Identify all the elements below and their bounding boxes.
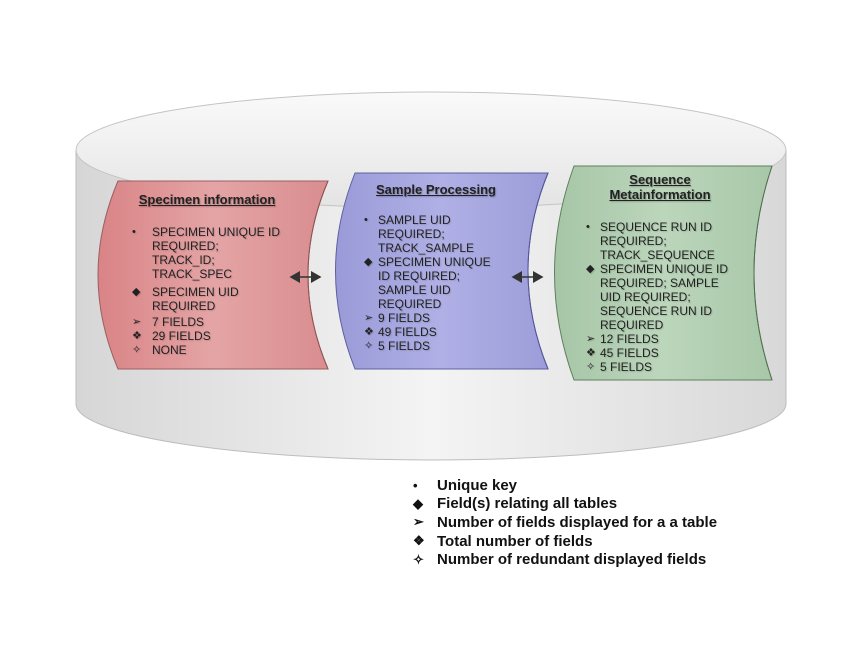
item-text: 12 FIELDS	[600, 332, 659, 346]
item-text: SPECIMEN UNIQUE ID REQUIRED; TRACK_ID; T…	[152, 225, 281, 281]
bullet-dot-icon: •	[586, 221, 590, 233]
item-text: 9 FIELDS	[378, 311, 431, 325]
item-text: 29 FIELDS	[152, 329, 211, 343]
diamond-icon: ◆	[413, 495, 423, 511]
item-text: 45 FIELDS	[600, 346, 659, 360]
sample-redundant-fields: ✧ 5 FIELDS	[364, 339, 504, 353]
item-text: 49 FIELDS	[378, 325, 437, 339]
diamond-icon: ◆	[132, 286, 141, 298]
legend-label: Field(s) relating all tables	[437, 495, 618, 513]
specimen-card-title: Specimen information	[138, 192, 276, 207]
legend-item-relating-fields: ◆ Field(s) relating all tables	[413, 495, 843, 514]
sparkle-icon: ✧	[132, 344, 142, 356]
four-diamond-icon: ❖	[364, 326, 374, 338]
legend-label: Number of fields displayed for a a table	[437, 513, 718, 531]
sparkle-icon: ✧	[586, 361, 596, 373]
arrowhead-icon: ➢	[132, 316, 142, 328]
sample-displayed-fields: ➢ 9 FIELDS	[364, 311, 504, 325]
legend-label: Total number of fields	[437, 532, 593, 550]
bullet-dot-icon: •	[364, 214, 368, 226]
legend-item-displayed-fields: ➢ Number of fields displayed for a a tab…	[413, 513, 843, 532]
specimen-redundant-fields: ✧ NONE	[132, 343, 280, 357]
sample-card: Sample Processing • SAMPLE UID REQUIRED;…	[356, 182, 516, 354]
arrowhead-icon: ➢	[413, 514, 424, 530]
specimen-unique-key: • SPECIMEN UNIQUE ID REQUIRED; TRACK_ID;…	[132, 225, 280, 281]
legend-item-total-fields: ❖ Total number of fields	[413, 532, 843, 551]
sparkle-icon: ✧	[413, 551, 424, 567]
sample-total-fields: ❖ 49 FIELDS	[364, 325, 504, 339]
four-diamond-icon: ❖	[586, 347, 596, 359]
item-text: 5 FIELDS	[378, 339, 431, 353]
specimen-total-fields: ❖ 29 FIELDS	[132, 329, 280, 343]
sample-unique-key: • SAMPLE UID REQUIRED; TRACK_SAMPLE	[364, 213, 504, 255]
item-text: SPECIMEN UNIQUE ID REQUIRED; SAMPLE UID …	[378, 255, 491, 311]
item-text: NONE	[152, 343, 187, 357]
sequence-card-edge	[753, 165, 773, 381]
item-text: SPECIMEN UNIQUE ID REQUIRED; SAMPLE UID …	[600, 262, 729, 332]
item-text: SEQUENCE RUN ID REQUIRED; TRACK_SEQUENCE	[600, 220, 715, 262]
legend-item-unique-key: • Unique key	[413, 476, 843, 495]
arrowhead-icon: ➢	[364, 312, 374, 324]
sequence-card-title: Sequence Metainformation	[609, 172, 711, 202]
sequence-total-fields: ❖ 45 FIELDS	[586, 346, 736, 360]
sequence-redundant-fields: ✧ 5 FIELDS	[586, 360, 736, 374]
item-text: SPECIMEN UID REQUIRED	[152, 285, 239, 313]
diamond-icon: ◆	[364, 256, 373, 268]
item-text: SAMPLE UID REQUIRED; TRACK_SAMPLE	[378, 213, 475, 255]
sequence-card: Sequence Metainformation • SEQUENCE RUN …	[578, 172, 742, 374]
specimen-relating-fields: ◆ SPECIMEN UID REQUIRED	[132, 285, 280, 313]
item-text: 7 FIELDS	[152, 315, 205, 329]
sample-card-title: Sample Processing	[376, 182, 496, 197]
arrowhead-icon: ➢	[586, 333, 596, 345]
bullet-dot-icon: •	[413, 477, 418, 493]
legend-label: Unique key	[437, 476, 518, 494]
specimen-card: Specimen information • SPECIMEN UNIQUE I…	[122, 192, 292, 358]
specimen-displayed-fields: ➢ 7 FIELDS	[132, 315, 280, 329]
diamond-icon: ◆	[586, 263, 595, 275]
sequence-relating-fields: ◆ SPECIMEN UNIQUE ID REQUIRED; SAMPLE UI…	[586, 262, 736, 332]
item-text: 5 FIELDS	[600, 360, 653, 374]
sequence-unique-key: • SEQUENCE RUN ID REQUIRED; TRACK_SEQUEN…	[586, 220, 736, 262]
sparkle-icon: ✧	[364, 340, 374, 352]
legend-label: Number of redundant displayed fields	[437, 551, 707, 569]
legend: • Unique key ◆ Field(s) relating all tab…	[413, 476, 843, 569]
sequence-displayed-fields: ➢ 12 FIELDS	[586, 332, 736, 346]
legend-item-redundant-fields: ✧ Number of redundant displayed fields	[413, 550, 843, 569]
bullet-dot-icon: •	[132, 226, 136, 238]
four-diamond-icon: ❖	[413, 533, 425, 549]
sample-relating-fields: ◆ SPECIMEN UNIQUE ID REQUIRED; SAMPLE UI…	[364, 255, 504, 311]
four-diamond-icon: ❖	[132, 330, 142, 342]
